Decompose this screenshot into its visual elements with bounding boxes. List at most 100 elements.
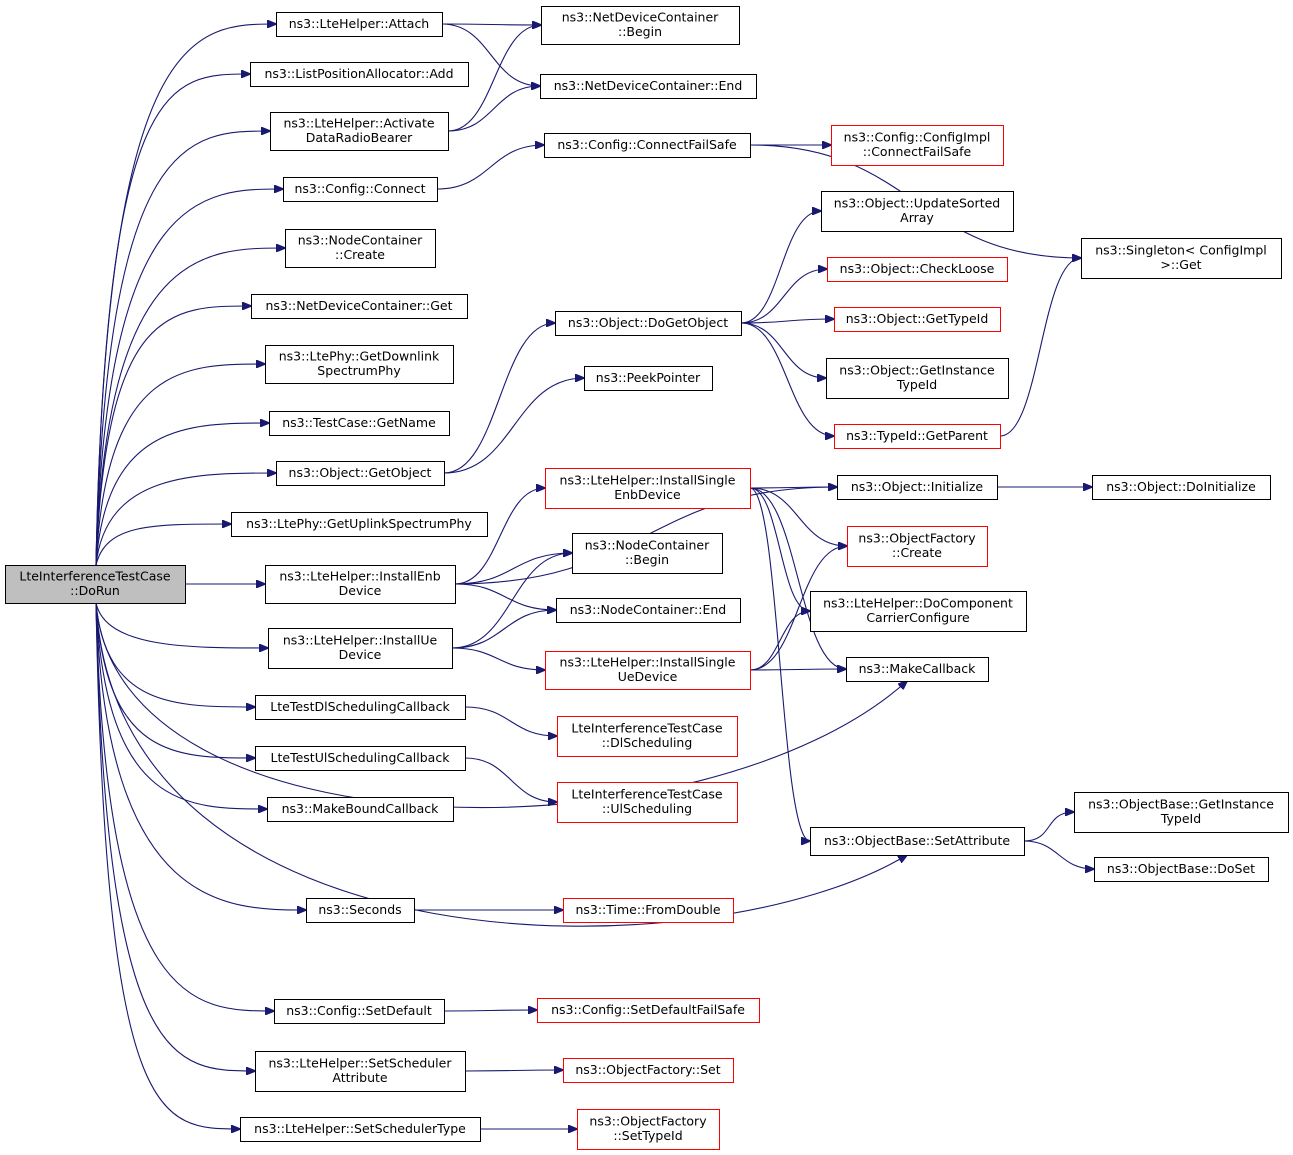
node-obj_doinitialize[interactable]: ns3::Object::DoInitialize — [1092, 475, 1271, 500]
node-of_settypeid[interactable]: ns3::ObjectFactory::SetTypeId — [577, 1109, 720, 1150]
node-set_sched_type[interactable]: ns3::LteHelper::SetSchedulerType — [240, 1117, 481, 1142]
node-label: Attribute — [332, 1070, 388, 1085]
node-label: SpectrumPhy — [317, 363, 401, 378]
node-obj_dogetobject[interactable]: ns3::Object::DoGetObject — [555, 311, 742, 336]
node-box — [251, 294, 468, 319]
edge-root-to-attach — [95, 24, 276, 566]
node-nc_end[interactable]: ns3::NodeContainer::End — [556, 598, 741, 623]
node-box — [555, 311, 742, 336]
node-label: ns3::ObjectBase::SetAttribute — [824, 833, 1010, 848]
node-obj_getobject[interactable]: ns3::Object::GetObject — [276, 461, 445, 486]
node-label: ns3::Singleton< ConfigImpl — [1095, 243, 1267, 258]
node-label: ::UlScheduling — [602, 801, 692, 816]
node-peekpointer[interactable]: ns3::PeekPointer — [584, 366, 713, 391]
node-docc_configure[interactable]: ns3::LteHelper::DoComponentCarrierConfig… — [810, 591, 1027, 632]
node-cfg_connect[interactable]: ns3::Config::Connect — [283, 177, 438, 202]
node-label: Device — [339, 583, 382, 598]
node-cfgimpl_connectfs[interactable]: ns3::Config::ConfigImpl::ConnectFailSafe — [831, 125, 1004, 166]
node-of_create[interactable]: ns3::ObjectFactory::Create — [847, 526, 988, 567]
node-obj_checkloose[interactable]: ns3::Object::CheckLoose — [827, 257, 1008, 282]
edge-root-to-seconds — [95, 602, 306, 910]
node-label: ns3::TestCase::GetName — [282, 415, 436, 430]
node-label: LteTestUlSchedulingCallback — [271, 750, 451, 765]
node-cfg_setdefaultfs[interactable]: ns3::Config::SetDefaultFailSafe — [537, 998, 760, 1023]
edge-obj_dogetobject-to-obj_updatesorted — [740, 211, 821, 324]
edge-ul_cb-to-lit_ulsched — [464, 757, 557, 802]
node-cfg_connectfs[interactable]: ns3::Config::ConnectFailSafe — [544, 133, 751, 158]
node-ob_setattribute[interactable]: ns3::ObjectBase::SetAttribute — [810, 827, 1025, 856]
node-box — [1074, 792, 1289, 833]
node-box — [545, 468, 751, 509]
node-obj_gettypeid[interactable]: ns3::Object::GetTypeId — [834, 307, 1001, 332]
edge-ob_setattribute-to-ob_doset — [1023, 840, 1094, 869]
node-root[interactable]: LteInterferenceTestCase::DoRun — [5, 565, 186, 604]
node-label: ns3::LteHelper::DoComponent — [823, 596, 1013, 611]
node-singleton_get[interactable]: ns3::Singleton< ConfigImpl>::Get — [1081, 238, 1282, 279]
edge-root-to-activate — [95, 131, 270, 566]
node-box — [1092, 475, 1271, 500]
node-lpa_add[interactable]: ns3::ListPositionAllocator::Add — [250, 62, 469, 87]
edge-root-to-install_ue — [95, 602, 268, 648]
node-typeid_getparent[interactable]: ns3::TypeId::GetParent — [834, 424, 1001, 449]
node-label: LteInterferenceTestCase — [571, 721, 723, 736]
node-label: ns3::Object::GetObject — [289, 465, 432, 480]
node-box — [556, 598, 741, 623]
node-get_ul_phy[interactable]: ns3::LtePhy::GetUplinkSpectrumPhy — [231, 512, 488, 537]
node-label: ::ConnectFailSafe — [863, 144, 972, 159]
edge-root-to-tc_getname — [95, 423, 269, 566]
node-cfg_setdefault[interactable]: ns3::Config::SetDefault — [274, 999, 445, 1024]
edge-root-to-set_sched_type — [95, 602, 240, 1129]
node-box — [837, 475, 998, 500]
node-box — [827, 257, 1008, 282]
node-lit_dlsched[interactable]: LteInterferenceTestCase::DlScheduling — [557, 716, 738, 757]
edge-install_ue-to-install_single_ue — [451, 647, 545, 670]
node-label: ns3::LteHelper::SetSchedulerType — [254, 1121, 466, 1136]
node-ul_cb[interactable]: LteTestUlSchedulingCallback — [255, 746, 466, 771]
node-label: DataRadioBearer — [306, 130, 413, 145]
node-box — [831, 125, 1004, 166]
node-ob_doset[interactable]: ns3::ObjectBase::DoSet — [1094, 857, 1269, 882]
node-label: LteInterferenceTestCase — [571, 787, 723, 802]
node-ndc_begin[interactable]: ns3::NetDeviceContainer::Begin — [541, 6, 740, 45]
node-label: ns3::ObjectFactory::Set — [575, 1062, 720, 1077]
node-of_set[interactable]: ns3::ObjectFactory::Set — [563, 1058, 734, 1083]
node-nc_create[interactable]: ns3::NodeContainer::Create — [285, 229, 436, 268]
node-ndc_get[interactable]: ns3::NetDeviceContainer::Get — [251, 294, 468, 319]
node-tc_getname[interactable]: ns3::TestCase::GetName — [269, 411, 450, 436]
node-nc_begin[interactable]: ns3::NodeContainer::Begin — [572, 533, 723, 574]
node-box — [572, 533, 723, 574]
node-seconds[interactable]: ns3::Seconds — [306, 898, 415, 923]
edge-root-to-get_ul_phy — [95, 524, 231, 566]
node-label: ns3::Object::UpdateSorted — [834, 196, 1000, 211]
edge-set_sched_attr-to-of_set — [464, 1070, 563, 1071]
node-label: ns3::LteHelper::InstallUe — [283, 633, 438, 648]
edge-obj_dogetobject-to-obj_checkloose — [740, 269, 827, 324]
node-label: ns3::Config::ConnectFailSafe — [557, 137, 737, 152]
node-attach[interactable]: ns3::LteHelper::Attach — [276, 12, 443, 37]
node-label: ::DoRun — [70, 583, 120, 598]
node-lit_ulsched[interactable]: LteInterferenceTestCase::UlScheduling — [557, 782, 738, 823]
node-box — [250, 62, 469, 87]
node-obj_initialize[interactable]: ns3::Object::Initialize — [837, 475, 998, 500]
node-make_bound_cb[interactable]: ns3::MakeBoundCallback — [267, 797, 454, 822]
node-box — [1094, 857, 1269, 882]
node-label: ns3::NodeContainer — [585, 538, 710, 553]
node-label: CarrierConfigure — [866, 610, 970, 625]
node-box — [1081, 238, 1282, 279]
edge-root-to-get_dl_phy — [95, 364, 265, 566]
node-makecallback[interactable]: ns3::MakeCallback — [846, 657, 989, 682]
node-time_fromdouble[interactable]: ns3::Time::FromDouble — [563, 898, 734, 923]
node-ndc_end[interactable]: ns3::NetDeviceContainer::End — [540, 74, 757, 99]
node-dl_cb[interactable]: LteTestDlSchedulingCallback — [255, 695, 466, 720]
edge-attach-to-ndc_end — [441, 23, 540, 86]
